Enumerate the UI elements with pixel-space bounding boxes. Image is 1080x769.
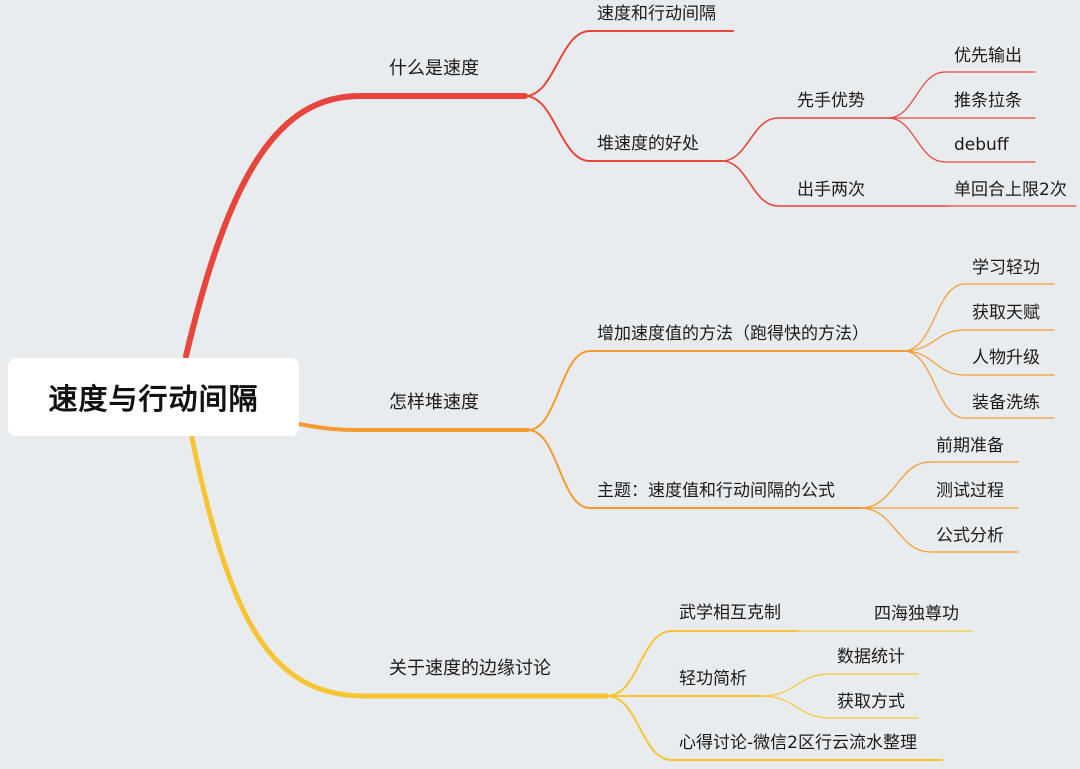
- node-edge-discussion[interactable]: 关于速度的边缘讨论: [389, 658, 551, 679]
- node-first-item-3[interactable]: debuff: [954, 135, 1009, 155]
- node-counter[interactable]: 武学相互克制: [679, 603, 781, 623]
- edge-root-edge: [189, 435, 609, 699]
- node-double-item-1[interactable]: 单回合上限2次: [954, 180, 1067, 200]
- edge-qinggong-item2: [761, 695, 919, 719]
- node-what-is-speed[interactable]: 什么是速度: [389, 58, 479, 79]
- node-qinggong-item-2[interactable]: 获取方式: [837, 692, 905, 712]
- connector-lines: [183, 30, 1077, 761]
- edge-first-item3: [887, 117, 1036, 163]
- node-qinggong[interactable]: 轻功简析: [679, 669, 747, 689]
- edge-methods-item2: [902, 329, 1055, 352]
- node-benefits[interactable]: 堆速度的好处: [597, 134, 699, 154]
- edge-methods-item1: [902, 283, 1055, 352]
- node-method-item-1[interactable]: 学习轻功: [972, 258, 1040, 278]
- node-method-item-3[interactable]: 人物升级: [972, 348, 1040, 368]
- edge-formula-item1: [859, 461, 1019, 509]
- edge-stacking-methods: [527, 350, 904, 431]
- edge-root-stacking: [297, 422, 530, 432]
- edge-edge-notes: [605, 695, 943, 761]
- edge-benefits-first: [721, 117, 889, 162]
- node-qinggong-item-1[interactable]: 数据统计: [837, 647, 905, 667]
- edge-stacking-formula: [527, 429, 861, 509]
- edge-methods-item3: [902, 350, 1055, 376]
- node-formula-item-1[interactable]: 前期准备: [936, 436, 1004, 456]
- node-speed-interval[interactable]: 速度和行动间隔: [597, 4, 716, 24]
- edge-speed-benefits: [524, 95, 723, 162]
- node-first-item-1[interactable]: 优先输出: [954, 46, 1022, 66]
- node-formula-item-3[interactable]: 公式分析: [936, 526, 1004, 546]
- root-node[interactable]: 速度与行动间隔: [8, 358, 299, 436]
- root-label: 速度与行动间隔: [48, 382, 259, 416]
- edge-formula-item3: [859, 507, 1019, 553]
- node-method-item-4[interactable]: 装备洗练: [972, 393, 1040, 413]
- edge-methods-item4: [902, 350, 1055, 419]
- node-formula-item-2[interactable]: 测试过程: [936, 481, 1004, 501]
- node-notes[interactable]: 心得讨论-微信2区行云流水整理: [679, 733, 917, 753]
- node-how-to-stack[interactable]: 怎样堆速度: [389, 392, 479, 413]
- node-counter-item-1[interactable]: 四海独尊功: [874, 604, 959, 624]
- edge-speed-interval: [524, 30, 734, 97]
- node-double-move[interactable]: 出手两次: [797, 180, 865, 200]
- edge-qinggong-item1: [761, 673, 919, 697]
- node-methods[interactable]: 增加速度值的方法（跑得快的方法）: [597, 324, 869, 344]
- node-method-item-2[interactable]: 获取天赋: [972, 303, 1040, 323]
- edge-edge-counter: [605, 630, 798, 697]
- edge-first-item1: [887, 71, 1036, 119]
- node-first-item-2[interactable]: 推条拉条: [954, 91, 1022, 111]
- edge-benefits-double: [721, 160, 949, 207]
- edge-root-speed: [183, 93, 528, 359]
- node-formula[interactable]: 主题：速度值和行动间隔的公式: [597, 481, 835, 501]
- node-first-strike[interactable]: 先手优势: [797, 91, 865, 111]
